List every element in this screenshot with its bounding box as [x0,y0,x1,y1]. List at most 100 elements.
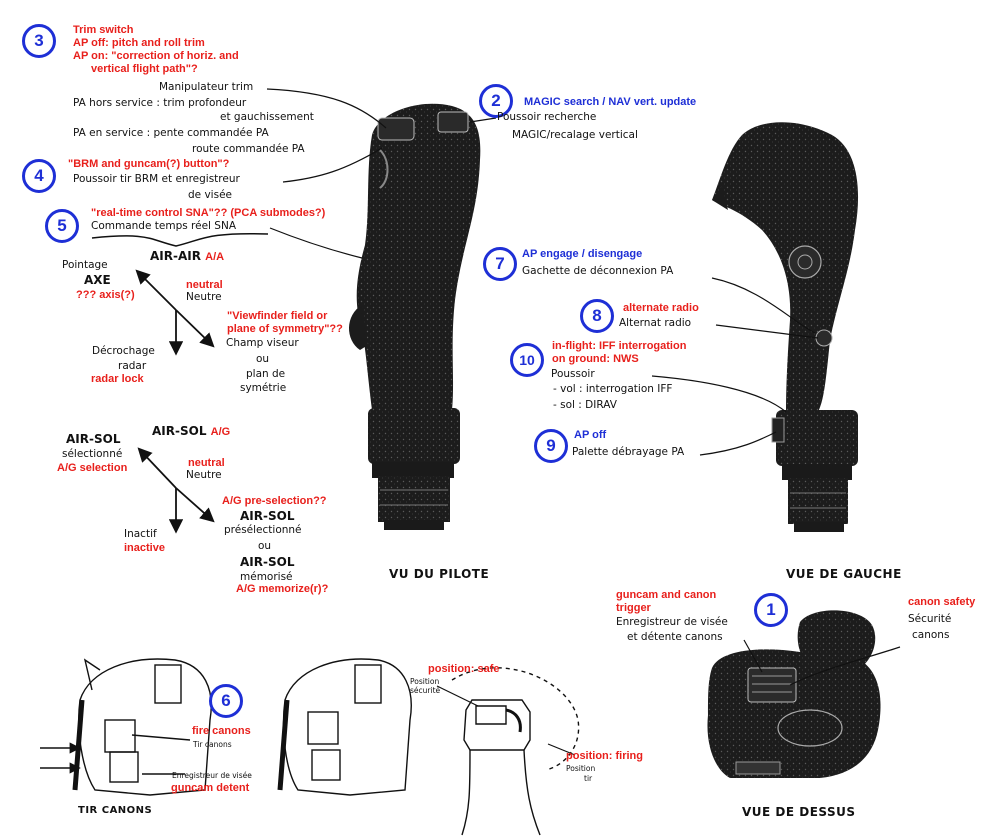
callout-10-fr-line1: Poussoir [551,368,595,380]
callout-7-badge: 7 [483,247,517,281]
callout-9-en: AP off [574,429,607,441]
callout-3-en-line2: AP off: pitch and roll trim [73,37,205,49]
air-air-down-en: radar lock [91,373,144,385]
callout-2-fr-line1: Poussoir recherche [497,111,597,123]
trigger-cutaway-drawings [72,658,580,836]
air-air-axis-en: ??? axis(?) [76,289,135,301]
air-air-neutre-fr: Neutre [186,291,222,303]
air-sol-left-fr-1: AIR-SOL [66,432,121,446]
callout-4-en: "BRM and guncam(?) button"? [68,158,230,170]
fire-canons-en: fire canons [192,725,251,737]
caption-top-view: VUE DE DESSUS [742,805,856,819]
air-air-pointage: Pointage [62,259,108,271]
air-air-right-en-1: "Viewfinder field or [227,310,328,322]
air-air-title: AIR-AIR A/A [150,249,225,263]
callout-6-badge: 6 [209,684,243,718]
brace-commande [91,232,269,247]
callout-5-badge: 5 [45,209,79,243]
air-sol-selector-diagram [137,447,215,534]
callout-8-en: alternate radio [623,302,699,314]
callout-4-badge: 4 [22,159,56,193]
callout-1-badge: 1 [754,593,788,627]
callout-4-fr-line1: Poussoir tir BRM et enregistreur [73,173,240,185]
callout-1-fr-line1: Enregistreur de visée [616,616,728,628]
position-safe-fr-2: sécurité [410,686,441,695]
air-sol-neutral-en: neutral [188,457,225,469]
callout-2-badge: 2 [479,84,513,118]
air-sol-neutre-fr: Neutre [186,469,222,481]
air-air-selector-diagram [135,269,215,356]
callout-1-en-line2: trigger [616,602,651,614]
canon-safety-en: canon safety [908,596,976,608]
air-sol-title: AIR-SOL A/G [152,424,231,438]
guncam-detent-fr: Enregistreur de visée [172,771,252,780]
air-sol-right-en-2: A/G memorize(r)? [236,583,329,595]
callout-2-en: MAGIC search / NAV vert. update [524,96,697,108]
air-sol-down-en: inactive [124,542,165,554]
callout-3-fr-line4: PA en service : pente commandée PA [73,127,269,139]
canon-safety-fr-line2: canons [912,629,950,641]
air-sol-right-fr-3: ou [258,540,272,552]
air-air-right-fr-2: ou [256,353,270,365]
caption-pilot-view: VU DU PILOTE [389,567,490,581]
air-sol-left-en: A/G selection [57,462,128,474]
air-sol-right-fr-5: mémorisé [240,571,293,583]
grip-top-view [707,610,881,778]
position-safe-fr-1: Position [410,677,440,686]
callout-5-fr: Commande temps réel SNA [91,220,237,232]
callout-10-en-line1: in-flight: IFF interrogation [552,340,687,352]
air-air-down-fr-2: radar [118,360,147,372]
callout-3-fr-line1: Manipulateur trim [159,81,254,93]
grip-left-view [712,122,859,532]
air-air-right-en-2: plane of symmetry"?? [227,323,343,335]
position-firing-en: position: firing [566,750,643,762]
callout-4-fr-line2: de visée [188,189,232,201]
callout-2-fr-line2: MAGIC/recalage vertical [512,129,638,141]
air-air-right-fr-1: Champ viseur [226,337,299,349]
callout-9-fr: Palette débrayage PA [572,446,685,458]
air-sol-right-en: A/G pre-selection?? [222,495,327,507]
callout-1-fr-line2: et détente canons [627,631,723,643]
canon-safety-fr-line1: Sécurité [908,613,952,625]
grip-pilot-view [348,103,481,530]
callout-5-en: "real-time control SNA"?? (PCA submodes?… [91,207,326,219]
caption-tir-canons: TIR CANONS [78,805,153,816]
air-sol-right-fr-1: AIR-SOL [240,509,295,523]
arrow-lines-bottom-left [40,734,191,775]
air-air-neutral-en: neutral [186,279,223,291]
air-air-right-fr-3: plan de [246,368,286,380]
position-firing-fr-1: Position [566,764,596,773]
callout-8-badge: 8 [580,299,614,333]
callout-1-en-line1: guncam and canon [616,589,717,601]
air-air-down-fr-1: Décrochage [92,345,155,357]
callout-3-en-line3: AP on: "correction of horiz. and [73,50,239,62]
callout-3-en-line1: Trim switch [73,24,134,36]
guncam-detent-en: guncam detent [171,782,250,794]
callout-10-fr-line2: - vol : interrogation IFF [553,383,673,395]
callout-10-en-line2: on ground: NWS [552,353,639,365]
position-safe-en: position: safe [428,663,500,675]
callout-10-fr-line3: - sol : DIRAV [553,399,617,411]
air-air-right-fr-4: symétrie [240,382,287,394]
callout-3-fr-line5: route commandée PA [192,143,305,155]
callout-10-badge: 10 [510,343,544,377]
air-sol-right-fr-4: AIR-SOL [240,555,295,569]
callout-3-badge: 3 [22,24,56,58]
callout-3-fr-line2: PA hors service : trim profondeur [73,97,247,109]
callout-7-en: AP engage / disengage [522,248,643,260]
fire-canons-fr: Tir canons [193,740,232,749]
air-air-axe: AXE [84,273,111,287]
callout-9-badge: 9 [534,429,568,463]
air-sol-down-fr: Inactif [124,528,157,540]
callout-7-fr: Gachette de déconnexion PA [522,265,674,277]
air-sol-left-fr-2: sélectionné [62,448,123,460]
leader-lines [266,88,901,756]
callout-8-fr: Alternat radio [619,317,692,329]
callout-3-en-line4: vertical flight path"? [91,63,198,75]
caption-left-view: VUE DE GAUCHE [786,567,902,581]
position-firing-fr-2: tir [584,774,593,783]
callout-3-fr-line3: et gauchissement [220,111,314,123]
air-sol-right-fr-2: présélectionné [224,524,302,536]
